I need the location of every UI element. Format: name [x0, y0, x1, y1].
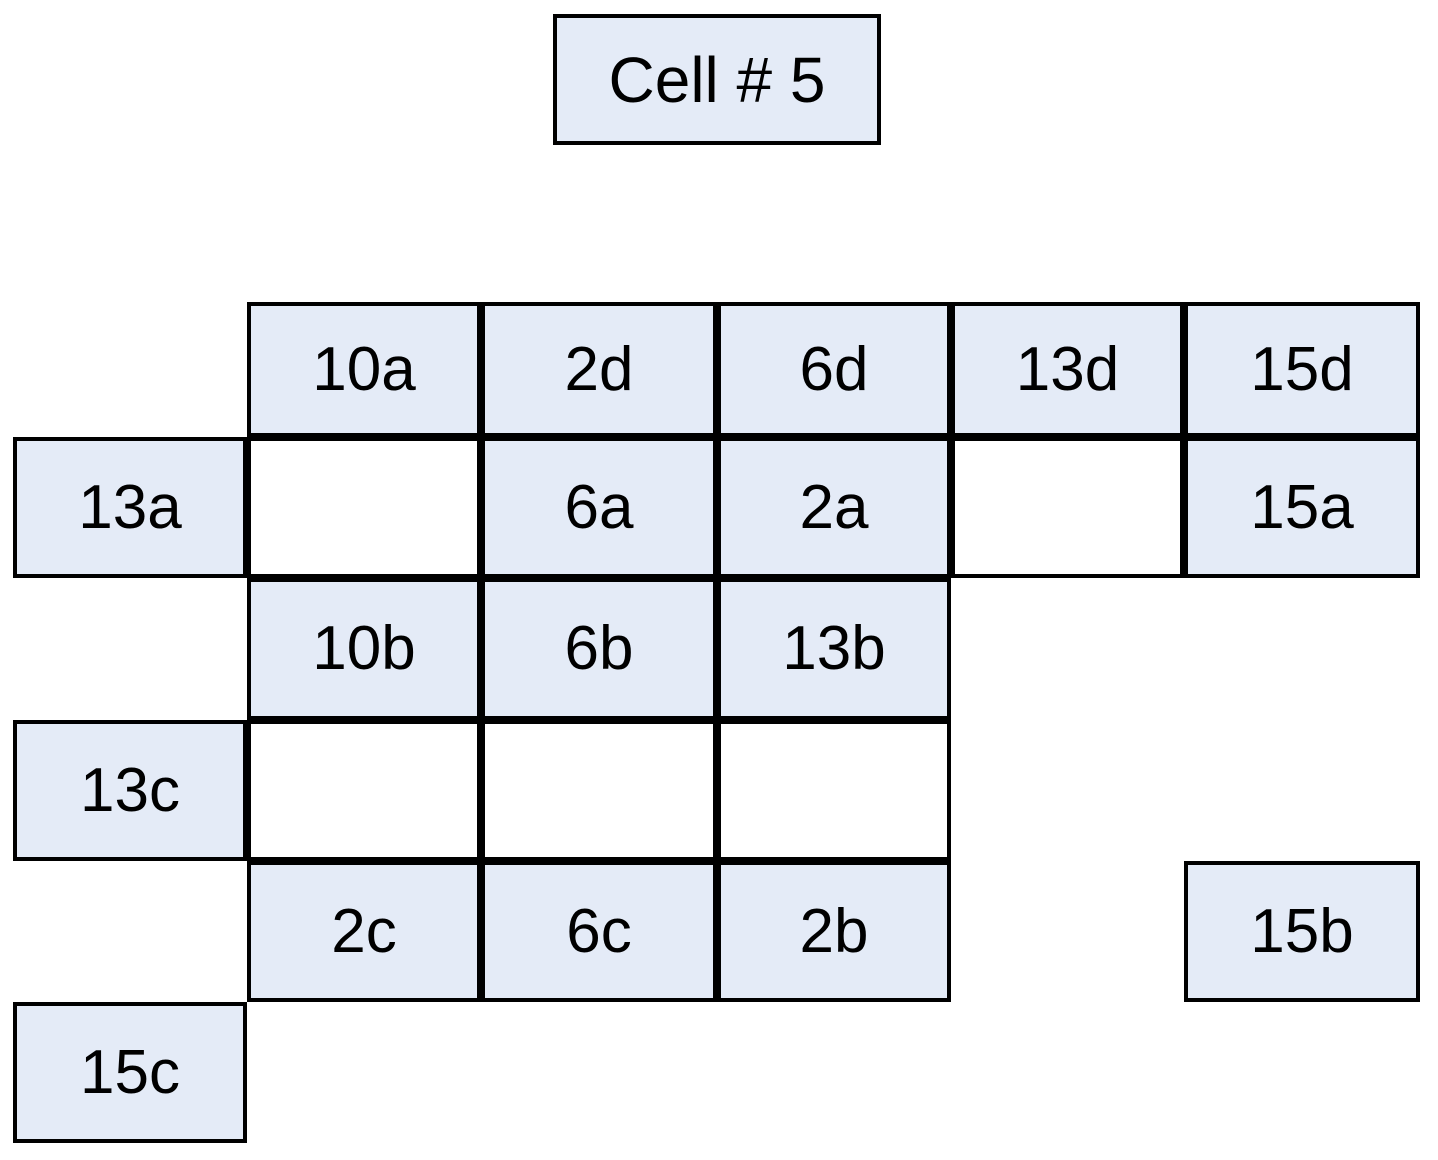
grid-cell-2b[interactable]: 2b [717, 861, 951, 1002]
grid-cell-13b[interactable]: 13b [717, 578, 951, 720]
cell-title-label: Cell # 5 [608, 43, 826, 116]
grid-cell-label: 13b [782, 614, 886, 683]
grid-cell-2d[interactable]: 2d [481, 302, 717, 437]
grid-cell-label: 15a [1250, 472, 1354, 542]
grid-cell-empty[interactable] [951, 437, 1184, 578]
grid-cell-label: 2b [799, 896, 869, 966]
grid-cell-13a[interactable]: 13a [13, 437, 247, 578]
cell-title-box: Cell # 5 [553, 14, 881, 145]
grid-cell-2c[interactable]: 2c [247, 861, 481, 1002]
grid-cell-label: 15c [80, 1037, 180, 1107]
grid-cell-6b[interactable]: 6b [481, 578, 717, 720]
grid-cell-empty[interactable] [481, 720, 717, 861]
grid-cell-15c[interactable]: 15c [13, 1002, 247, 1143]
grid-cell-13c[interactable]: 13c [13, 720, 247, 861]
grid-cell-label: 2d [564, 334, 634, 404]
grid-cell-15d[interactable]: 15d [1184, 302, 1420, 437]
grid-cell-label: 6a [564, 472, 634, 542]
grid-cell-15a[interactable]: 15a [1184, 437, 1420, 578]
grid-cell-empty[interactable] [247, 437, 481, 578]
grid-cell-label: 2c [331, 896, 397, 966]
grid-cell-6a[interactable]: 6a [481, 437, 717, 578]
grid-cell-6c[interactable]: 6c [481, 861, 717, 1002]
grid-cell-label: 15b [1250, 896, 1354, 966]
grid-cell-10b[interactable]: 10b [247, 578, 481, 720]
grid-cell-label: 6d [799, 334, 869, 404]
grid-cell-empty[interactable] [247, 720, 481, 861]
grid-cell-label: 2a [799, 472, 869, 542]
grid-cell-label: 6c [566, 896, 632, 966]
grid-cell-10a[interactable]: 10a [247, 302, 481, 437]
grid-cell-label: 13d [1015, 334, 1120, 404]
grid-cell-13d[interactable]: 13d [951, 302, 1184, 437]
grid-cell-label: 6b [564, 614, 634, 683]
grid-cell-2a[interactable]: 2a [717, 437, 951, 578]
grid-cell-label: 13c [80, 755, 180, 825]
grid-cell-label: 10b [312, 614, 416, 683]
grid-cell-label: 13a [78, 472, 182, 542]
grid-cell-15b[interactable]: 15b [1184, 861, 1420, 1002]
grid-cell-empty[interactable] [717, 720, 951, 861]
grid-cell-label: 15d [1250, 334, 1354, 404]
grid-cell-label: 10a [312, 334, 416, 404]
grid-cell-6d[interactable]: 6d [717, 302, 951, 437]
